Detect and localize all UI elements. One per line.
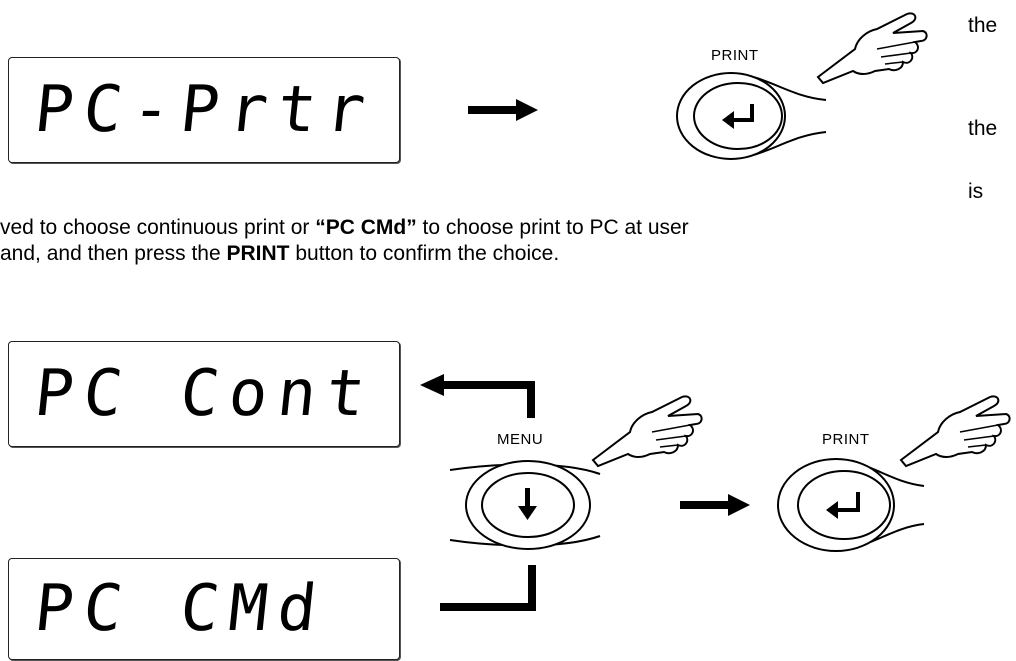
lcd-text: PC CMd: [31, 572, 331, 646]
lcd-text: PC Cont: [31, 357, 379, 431]
lcd-text: PC-Prtr: [31, 73, 379, 147]
enter-arrow-icon: [826, 492, 860, 519]
right-arrow-icon: [680, 494, 750, 516]
menu-button-label: MENU: [497, 431, 544, 448]
pointing-hand-icon: [816, 12, 928, 85]
print-button-label: PRINT: [711, 47, 759, 64]
down-arrow-icon: [518, 488, 537, 520]
side-word: is: [968, 180, 984, 203]
lcd-display-pc-cont: PC Cont: [8, 341, 400, 447]
lcd-display-pc-cmd: PC CMd: [8, 558, 400, 660]
left-arrow-icon: [420, 374, 535, 418]
enter-arrow-icon: [722, 104, 754, 129]
print-button[interactable]: [676, 66, 831, 166]
bracket-line: [440, 565, 536, 611]
pointing-hand-icon: [899, 395, 1011, 468]
menu-button[interactable]: [449, 450, 605, 560]
right-arrow-icon: [468, 99, 538, 121]
lcd-display-pc-prtr: PC-Prtr: [8, 57, 400, 163]
print-button[interactable]: [774, 450, 929, 560]
instruction-line-1: ved to choose continuous print or “PC CM…: [0, 216, 689, 239]
pointing-hand-icon: [591, 395, 703, 468]
side-word: the: [968, 117, 998, 140]
print-button-label: PRINT: [822, 431, 870, 448]
instruction-line-2: and, and then press the PRINT button to …: [0, 242, 560, 265]
side-word: the: [968, 14, 998, 37]
